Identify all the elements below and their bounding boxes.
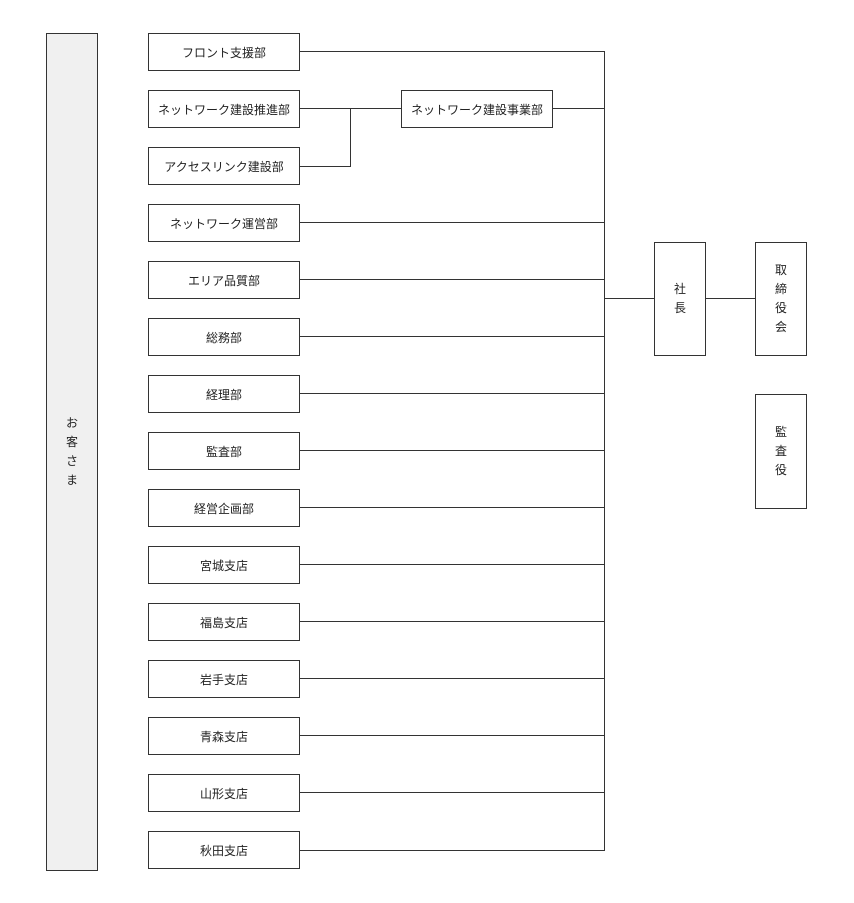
connector-line	[300, 850, 605, 851]
connector-line	[300, 222, 605, 223]
dept-front-support: フロント支援部	[148, 33, 300, 71]
branch-aomori: 青森支店	[148, 717, 300, 755]
customers-box: お 客 さ ま	[46, 33, 98, 871]
board-char: 役	[774, 301, 787, 315]
president-box: 社 長	[654, 242, 706, 356]
branch-yamagata: 山形支店	[148, 774, 300, 812]
customers-char: さ	[65, 454, 78, 468]
board-char: 締	[774, 282, 787, 296]
customers-char: 客	[65, 435, 78, 449]
customers-char: お	[65, 416, 78, 430]
branch-miyagi: 宮城支店	[148, 546, 300, 584]
dept-corporate-planning: 経営企画部	[148, 489, 300, 527]
dept-area-quality: エリア品質部	[148, 261, 300, 299]
dept-general-affairs: 総務部	[148, 318, 300, 356]
connector-line	[300, 735, 605, 736]
connector-line	[300, 336, 605, 337]
auditor-char: 監	[774, 425, 787, 439]
connector-line	[604, 298, 654, 299]
connector-line	[300, 450, 605, 451]
connector-line	[300, 564, 605, 565]
board-char: 取	[774, 263, 787, 277]
dept-accounting: 経理部	[148, 375, 300, 413]
dept-network-operations: ネットワーク運営部	[148, 204, 300, 242]
connector-line	[300, 678, 605, 679]
dept-audit: 監査部	[148, 432, 300, 470]
branch-iwate: 岩手支店	[148, 660, 300, 698]
branch-fukushima: 福島支店	[148, 603, 300, 641]
auditor-char: 査	[774, 444, 787, 458]
trunk-line	[604, 51, 605, 851]
board-of-directors-box: 取 締 役 会	[755, 242, 807, 356]
dept-network-construction-promotion: ネットワーク建設推進部	[148, 90, 300, 128]
branch-akita: 秋田支店	[148, 831, 300, 869]
connector-line	[300, 51, 605, 52]
board-char: 会	[774, 320, 787, 334]
auditor-box: 監 査 役	[755, 394, 807, 509]
connector-line	[300, 166, 351, 167]
auditor-char: 役	[774, 463, 787, 477]
dept-access-link-construction: アクセスリンク建設部	[148, 147, 300, 185]
president-char: 長	[673, 301, 686, 315]
connector-line	[553, 108, 605, 109]
connector-line	[350, 108, 351, 167]
connector-line	[300, 279, 605, 280]
president-char: 社	[673, 282, 686, 296]
connector-line	[300, 507, 605, 508]
connector-line	[300, 792, 605, 793]
connector-line	[706, 298, 755, 299]
network-construction-division: ネットワーク建設事業部	[401, 90, 553, 128]
connector-line	[300, 621, 605, 622]
customers-char: ま	[65, 473, 78, 487]
connector-line	[300, 393, 605, 394]
